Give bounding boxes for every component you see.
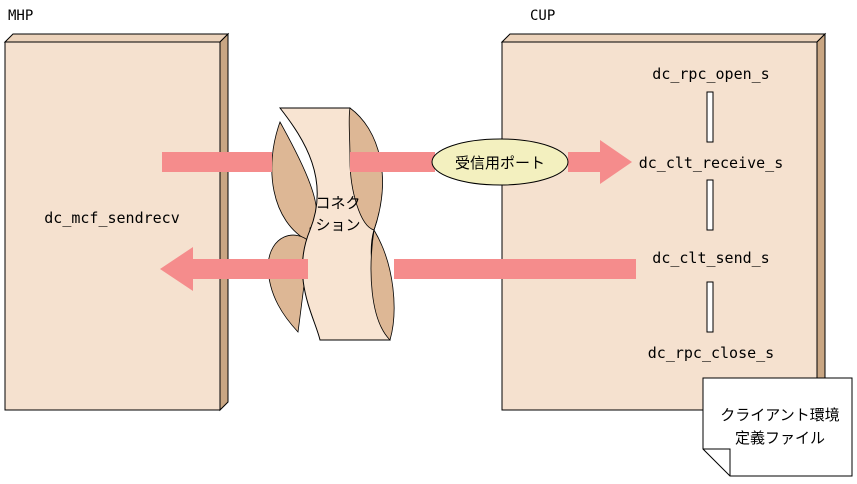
connection-label-line1: コネク — [315, 194, 360, 212]
connection-shape: コネク ション — [267, 107, 395, 341]
cup-function-send: dc_clt_send_s — [652, 249, 769, 267]
mhp-label: MHP — [8, 8, 33, 24]
receive-port-label: 受信用ポート — [455, 154, 545, 172]
receive-port: 受信用ポート — [431, 138, 569, 186]
cup-box — [500, 32, 827, 412]
cup-label: CUP — [530, 8, 555, 24]
cup-function-close: dc_rpc_close_s — [648, 344, 774, 362]
cup-function-receive: dc_clt_receive_s — [639, 154, 784, 172]
response-arrow — [160, 247, 636, 291]
definition-file-icon: クライアント環境 定義ファイル — [702, 377, 853, 477]
sequence-bar-2 — [706, 179, 714, 231]
cup-function-open: dc_rpc_open_s — [652, 65, 769, 83]
mhp-function-label: dc_mcf_sendrecv — [44, 209, 179, 227]
definition-file-line1: クライアント環境 — [720, 406, 839, 424]
connection-label-line2: ション — [315, 216, 360, 234]
sequence-bar-1 — [706, 91, 714, 143]
request-arrow — [162, 140, 632, 184]
sequence-bar-3 — [706, 281, 714, 333]
mhp-box — [3, 32, 230, 412]
definition-file-line2: 定義ファイル — [735, 429, 825, 447]
